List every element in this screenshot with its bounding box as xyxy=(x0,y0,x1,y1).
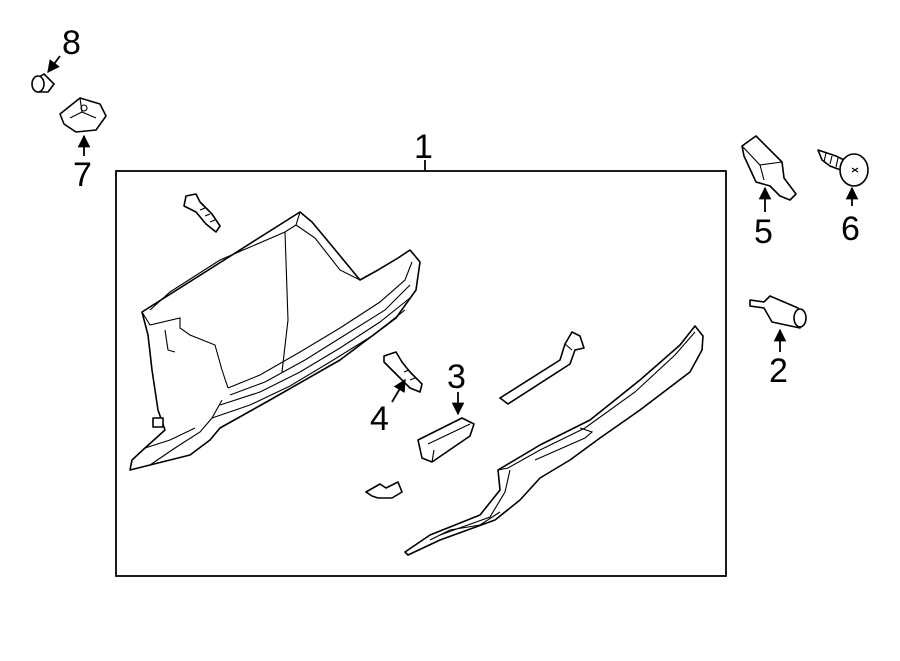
bumper-part-2 xyxy=(749,295,807,329)
callout-2: 2 xyxy=(769,352,788,390)
cap-part-8 xyxy=(31,73,55,93)
clip-nut-part-7 xyxy=(59,97,107,133)
latch-part-3 xyxy=(417,417,475,463)
glove-box-bin xyxy=(129,211,421,471)
callout-1: 1 xyxy=(414,128,433,166)
glove-box-door xyxy=(404,325,704,556)
bolt-part-4 xyxy=(383,351,423,393)
callout-6: 6 xyxy=(841,210,860,248)
bracket-part-5 xyxy=(741,135,797,201)
callout-3: 3 xyxy=(447,358,466,396)
striker-rod xyxy=(499,331,585,405)
screw-part-6 xyxy=(817,149,869,187)
callout-7: 7 xyxy=(73,156,92,194)
clip xyxy=(365,481,403,499)
callout-4: 4 xyxy=(370,400,389,438)
callout-5: 5 xyxy=(754,213,773,251)
leader-4 xyxy=(391,378,406,403)
callout-8: 8 xyxy=(62,24,81,62)
leader-8 xyxy=(47,55,61,74)
assembly-frame xyxy=(115,170,727,577)
bolt-upper xyxy=(183,193,221,233)
